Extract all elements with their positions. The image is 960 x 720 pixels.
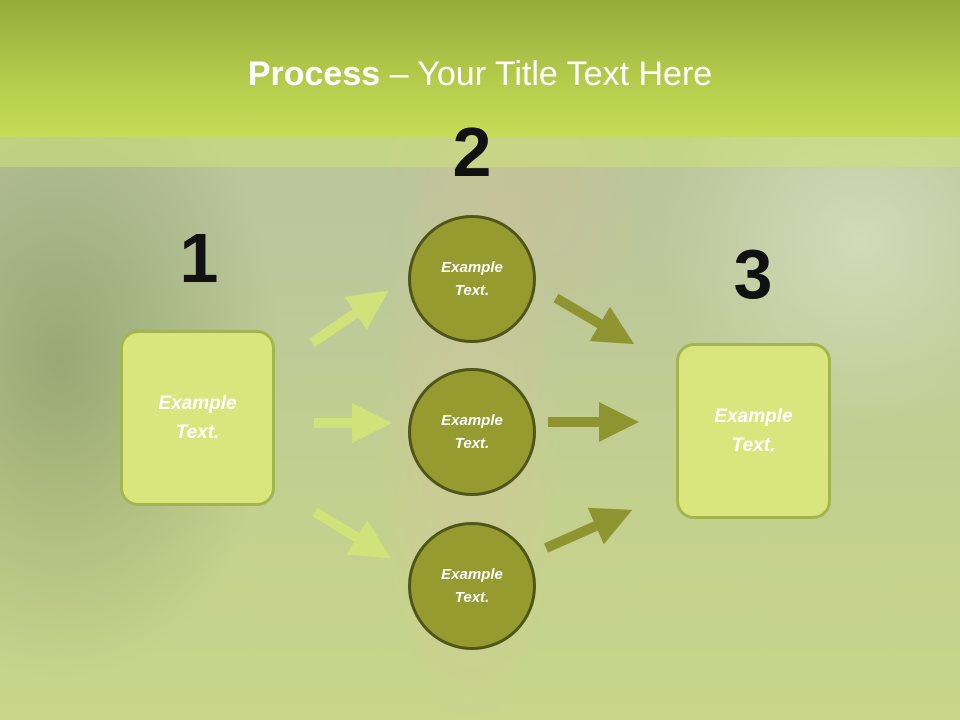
arrow-1-to-2a bbox=[309, 290, 389, 348]
title-bar bbox=[0, 0, 960, 137]
arrow-1-to-2c bbox=[312, 507, 392, 559]
title-bar-band bbox=[0, 137, 960, 167]
title-rest: – Your Title Text Here bbox=[380, 55, 713, 93]
step-3-box: Example Text. bbox=[676, 343, 831, 519]
title-bold: Process bbox=[247, 55, 381, 93]
step-number-1: 1 bbox=[179, 219, 219, 297]
step-2-circle-2: Example Text. bbox=[408, 368, 536, 496]
arrow-2a-to-3 bbox=[553, 293, 635, 345]
step-1-box: Example Text. bbox=[120, 330, 275, 506]
step-number-2: 2 bbox=[452, 113, 492, 191]
step-3-text: Example Text. bbox=[714, 406, 793, 456]
step-2-circle-3-text: Example Text. bbox=[441, 566, 503, 606]
step-2-circle-1-text: Example Text. bbox=[441, 259, 503, 299]
page-title: Process – Your Title Text Here bbox=[0, 52, 960, 96]
step-2-circle-1: Example Text. bbox=[408, 215, 536, 343]
step-1-text: Example Text. bbox=[158, 393, 237, 443]
step-2-circle-2-text: Example Text. bbox=[441, 412, 503, 452]
step-number-3: 3 bbox=[733, 235, 773, 313]
step-2-circle-3: Example Text. bbox=[408, 522, 536, 650]
arrow-2c-to-3 bbox=[543, 507, 633, 553]
